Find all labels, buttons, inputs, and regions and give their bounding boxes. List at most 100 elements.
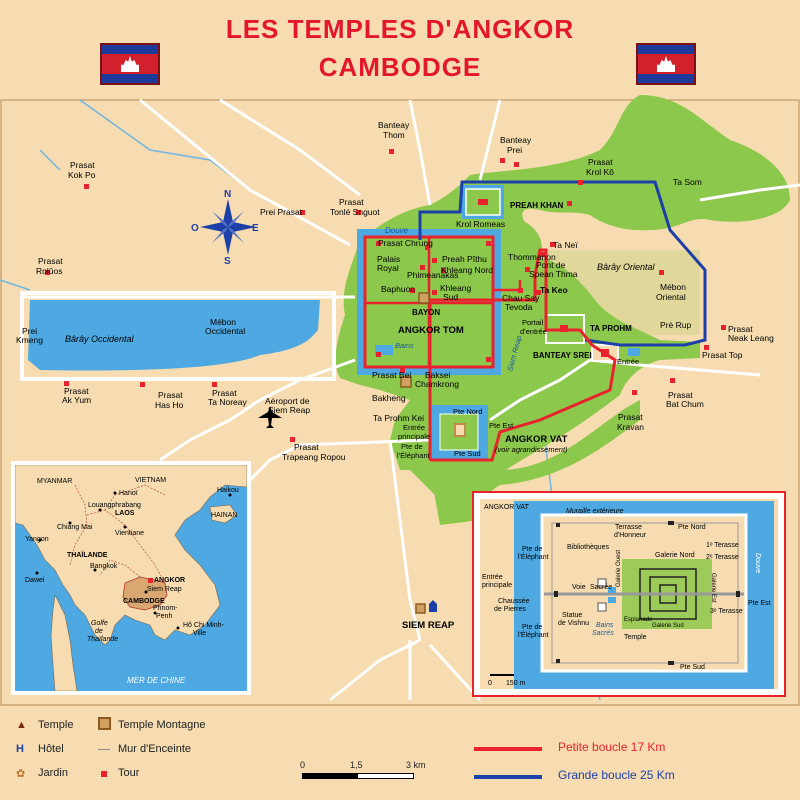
airport-icon xyxy=(258,406,282,428)
label-angkor-vat: ANGKOR VAT xyxy=(505,434,568,445)
inset-hcm-2: Ville xyxy=(193,630,206,637)
label-prasat-roluos-1: Prasat xyxy=(38,256,63,266)
label-prasat-kok-po-2: Kok Po xyxy=(68,170,96,180)
label-portail-2: d'entrée xyxy=(520,327,547,336)
label-pre-rup: Prè Rup xyxy=(660,320,691,330)
label-prasat-tonle-2: Tonlé Snguot xyxy=(330,207,380,217)
av-sacree: Sacrée xyxy=(590,584,612,591)
label-prasat-bei: Prasat Bei xyxy=(372,370,411,380)
label-has-ho-2: Has Ho xyxy=(155,400,184,410)
compass-e: E xyxy=(252,223,259,234)
big-loop-label: Grande boucle 25 Km xyxy=(558,768,675,782)
label-prei-kmeng-2: Kmeng xyxy=(16,335,43,345)
label-ta-nei: Ta Neï xyxy=(553,240,578,250)
label-baphuon: Baphuon xyxy=(381,284,415,294)
label-siem-reap-river: Siem Reap xyxy=(505,334,523,372)
scale-0: 0 xyxy=(300,760,306,770)
legend-tour: Tour xyxy=(118,767,140,779)
label-ta-noreay-2: Ta Noreay xyxy=(208,397,247,407)
inset-golfe-2: de xyxy=(95,628,103,635)
label-banteay-prei-2: Prei xyxy=(507,145,522,155)
inset-hcm-1: Hô Chi Minh- xyxy=(183,622,225,629)
map-title-line1: LES TEMPLES D'ANGKOR xyxy=(225,14,575,44)
inset-vientiane: Vientiane xyxy=(115,530,144,537)
av-scale-0: 0 xyxy=(488,680,492,687)
label-neak-leang-2: Neak Leang xyxy=(728,333,774,343)
label-banteay-thom-2: Thom xyxy=(383,130,405,140)
av-terasse3: 3ᵉ Terasse xyxy=(710,608,743,615)
inset-phnom-2: Penh xyxy=(156,613,172,620)
av-pte-elephant-bot-2: l'Éléphant xyxy=(518,630,549,639)
wall-icon xyxy=(98,749,110,750)
label-mebon-oriental-2: Oriental xyxy=(656,292,686,302)
av-douve: Douve xyxy=(754,553,761,573)
scale-1-5: 1,5 xyxy=(350,760,363,770)
label-baksei-2: Chamkrong xyxy=(415,379,459,389)
legend-temple: Temple xyxy=(38,719,74,731)
inset-angkor: ANGKOR xyxy=(154,577,185,584)
label-aeroport-1: Aéroport de xyxy=(265,396,310,406)
av-muraille: Muraille extérieure xyxy=(566,508,624,515)
temple-icon: ▲ xyxy=(16,719,27,731)
label-banteay-thom-1: Banteay xyxy=(378,120,410,130)
av-pte-nord: Pte Nord xyxy=(678,524,706,531)
inset-cambodge: CAMBODGE xyxy=(123,598,165,605)
label-baray-oriental: Bârây Oriental xyxy=(597,262,656,272)
label-ak-yum-1: Prasat xyxy=(64,386,89,396)
inset-dawei: Dawei xyxy=(25,577,45,584)
tower-markers xyxy=(45,149,726,442)
label-pte-est: Pte Est xyxy=(489,421,514,430)
legend: ▲ Temple Temple Montagne H Hôtel Mur d'E… xyxy=(0,705,800,800)
scale-3: 3 km xyxy=(406,760,426,770)
label-palais-royal-1: Palais xyxy=(377,254,400,264)
big-loop-route xyxy=(418,180,707,347)
forest-area-south xyxy=(395,400,640,505)
label-chau-say-1: Chau Say xyxy=(502,293,540,303)
label-baksei-1: Baksei xyxy=(425,370,451,380)
label-pte-elephant-1: Pte de xyxy=(401,442,423,451)
label-voir-agrandissement: (voir agrandissement) xyxy=(495,445,568,454)
label-kravan-1: Prasat xyxy=(618,412,643,422)
label-prasat-krol-ko-1: Prasat xyxy=(588,157,613,167)
label-aeroport-2: Siem Reap xyxy=(268,405,310,415)
hotel-icon: H xyxy=(16,743,24,755)
baray-occidental xyxy=(28,300,320,371)
label-siem-reap: SIEM REAP xyxy=(402,620,455,631)
label-khleang-nord: Khleang Nord xyxy=(441,265,493,275)
label-preah-khan: PREAH KHAN xyxy=(510,201,564,210)
label-thommanon: Thommanon xyxy=(508,252,556,262)
label-palais-royal-2: Royal xyxy=(377,263,399,273)
label-krol-romeas: Krol Romeas xyxy=(456,219,505,229)
inset-myanmar: MYANMAR xyxy=(37,478,72,485)
label-mebon-oriental-1: Mébon xyxy=(660,282,686,292)
label-bakheng: Bakheng xyxy=(372,393,406,403)
av-pte-sud: Pte Sud xyxy=(680,664,705,671)
inset-hainan: HAINAN xyxy=(211,512,237,519)
label-chau-say-2: Tevoda xyxy=(505,302,533,312)
label-bayon: BAYON xyxy=(412,308,440,317)
av-terrasse-2: d'Honneur xyxy=(614,532,647,539)
av-voie: Voie xyxy=(572,584,586,591)
label-prasat-chrung: Prasat Chrung xyxy=(378,238,433,248)
temple-mountain-icon xyxy=(98,717,111,730)
temple-mountain-markers xyxy=(400,292,430,614)
garden-icon: ✿ xyxy=(16,768,26,780)
label-entree-principale-2: principale xyxy=(398,432,430,441)
hotel-icon xyxy=(429,600,437,612)
av-terasse2: 2ᵉ Terasse xyxy=(706,554,739,561)
av-terasse1: 1ᵉ Terasse xyxy=(706,542,739,549)
label-has-ho-1: Prasat xyxy=(158,390,183,400)
av-galerie-nord: Galerie Nord xyxy=(655,552,695,559)
label-entree: Entrée xyxy=(617,357,639,366)
label-neak-leang-1: Prasat xyxy=(728,324,753,334)
label-pte-nord: Pte Nord xyxy=(453,407,483,416)
inset-angkor-marker xyxy=(148,578,153,583)
inset-siem-reap: Siem Reap xyxy=(147,586,182,593)
av-terrasse-1: Terrasse xyxy=(615,524,642,531)
label-mebon-occ-1: Mébon xyxy=(210,317,236,327)
label-phimeanakas: Phimeanakas xyxy=(407,270,459,280)
label-khleang-sud-1: Khleang xyxy=(440,283,471,293)
label-douve: Douve xyxy=(385,226,409,235)
legend-temple-montagne: Temple Montagne xyxy=(118,719,206,731)
